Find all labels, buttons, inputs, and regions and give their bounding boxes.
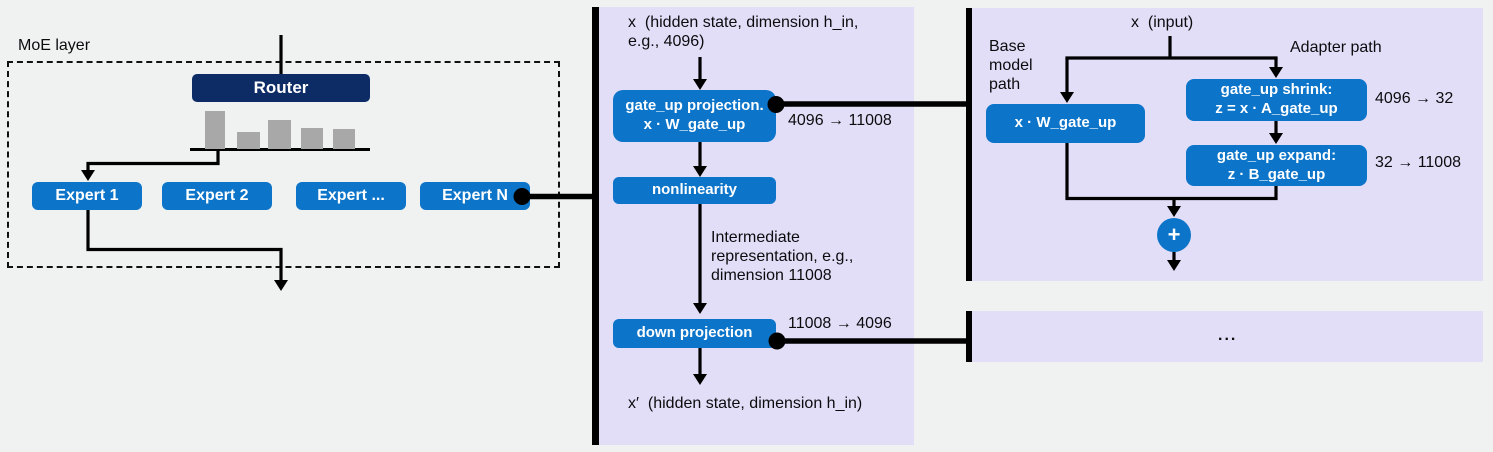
- base-matmul-label: x · W_gate_up: [1014, 114, 1117, 132]
- hidden-state-output-label: x′ (hidden state, dimension h_in): [628, 395, 863, 412]
- gate-up-dim-label: 4096 → 11008: [788, 112, 892, 129]
- down-projection-label: down projection: [636, 324, 753, 342]
- base-model-path-label: Base model path: [989, 38, 1033, 93]
- intermediate-representation-label: Intermediate representation, e.g., dimen…: [711, 229, 854, 284]
- expert-detail-panel: [592, 7, 914, 445]
- shrink-dim-label: 4096 → 32: [1375, 90, 1454, 107]
- hidden-state-input-label: x (hidden state, dimension h_in, e.g., 4…: [628, 14, 859, 50]
- base-matmul-box: x · W_gate_up: [986, 104, 1145, 143]
- expert-1-box: Expert 1: [32, 182, 142, 210]
- router-bar: [301, 128, 323, 149]
- gate-up-expand-line1: gate_up expand:: [1216, 146, 1337, 164]
- nonlinearity-box: nonlinearity: [613, 177, 776, 204]
- expert-ellipsis-label: Expert ...: [317, 187, 385, 204]
- arrowhead: [274, 280, 288, 291]
- ellipsis-label: ...: [1218, 327, 1238, 344]
- gate-up-expand-box: gate_up expand: z · B_gate_up: [1186, 145, 1367, 186]
- sum-node: +: [1157, 218, 1191, 252]
- router-bar-chart: [190, 110, 370, 149]
- router-bar: [268, 120, 291, 149]
- moe-layer-border: [7, 61, 560, 268]
- router-bar: [333, 129, 355, 149]
- router-bar: [205, 111, 225, 149]
- plus-icon: +: [1167, 222, 1181, 247]
- gate-up-projection-line2: x · W_gate_up: [643, 116, 746, 133]
- adapter-input-label: x (input): [1131, 14, 1194, 31]
- expert-1-label: Expert 1: [55, 187, 119, 204]
- gate-up-shrink-box: gate_up shrink: z = x · A_gate_up: [1186, 79, 1367, 121]
- adapter-path-label: Adapter path: [1290, 39, 1382, 56]
- router-box: Router: [192, 74, 370, 102]
- expand-dim-label: 32 → 11008: [1375, 154, 1461, 171]
- expert-2-label: Expert 2: [185, 187, 249, 204]
- router-bar: [237, 132, 260, 149]
- gate-up-shrink-line1: gate_up shrink:: [1220, 81, 1333, 99]
- ellipsis-panel: [966, 311, 1483, 362]
- gate-up-projection-line1: gate_up projection.: [625, 97, 764, 115]
- expert-2-box: Expert 2: [162, 182, 272, 210]
- gate-up-expand-line2: z · B_gate_up: [1227, 165, 1326, 183]
- moe-layer-label: MoE layer: [18, 37, 91, 54]
- nonlinearity-label: nonlinearity: [651, 181, 737, 199]
- expert-ellipsis-box: Expert ...: [296, 182, 406, 210]
- down-projection-box: down projection: [613, 319, 776, 348]
- expert-n-box: Expert N: [420, 182, 530, 210]
- gate-up-shrink-line2: z = x · A_gate_up: [1215, 100, 1338, 117]
- expert-n-label: Expert N: [442, 187, 508, 204]
- gate-up-projection-box: gate_up projection. x · W_gate_up: [613, 90, 776, 142]
- down-dim-label: 11008 → 4096: [788, 315, 892, 332]
- router-label: Router: [253, 78, 309, 98]
